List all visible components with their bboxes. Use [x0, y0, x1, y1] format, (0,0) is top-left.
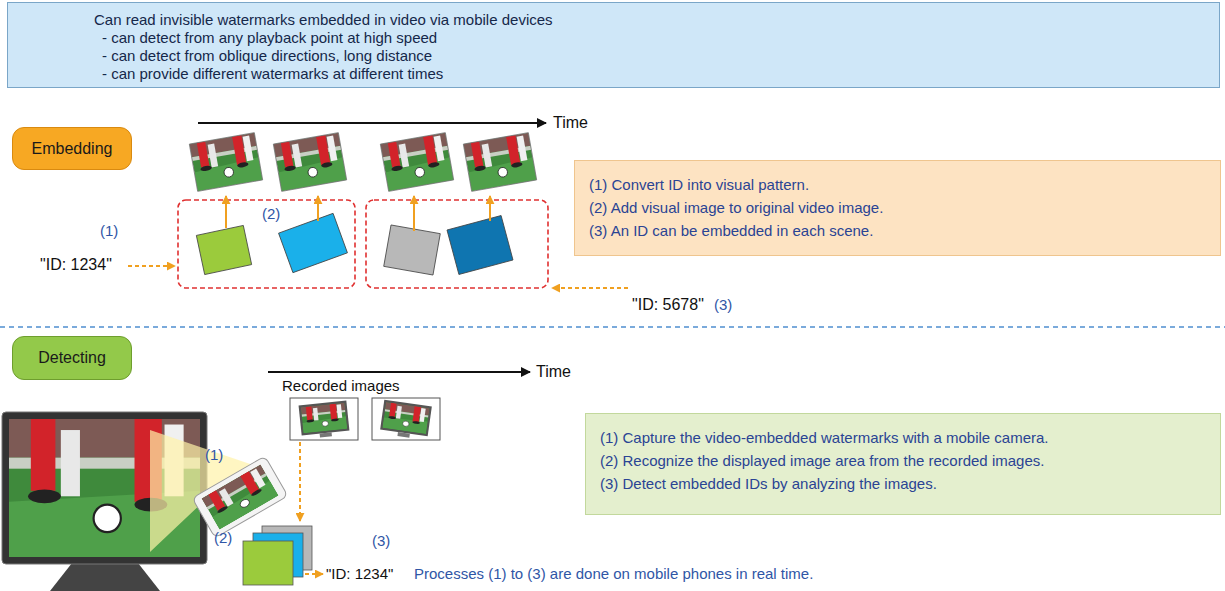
- illustration-part: [301, 403, 347, 433]
- axis-label: Time: [536, 363, 571, 381]
- id-arrow: [305, 573, 323, 575]
- id-arrow: [552, 287, 628, 289]
- section-label: Detecting: [12, 336, 132, 380]
- illustration-part: [50, 563, 160, 591]
- scene-group: [366, 200, 548, 288]
- callout-number: (1): [205, 446, 223, 464]
- add-arrow: [225, 196, 227, 228]
- illustration-part: [273, 133, 346, 192]
- watermark-pattern: [447, 216, 513, 275]
- illustration-part: [380, 400, 432, 440]
- detected-pattern: [243, 541, 293, 585]
- illustration-part: [189, 133, 262, 192]
- scene-group: [178, 200, 355, 288]
- axis-label: Time: [553, 114, 588, 132]
- node-line: - can detect from any playback point at …: [102, 29, 1209, 47]
- node-text: Detecting: [38, 349, 106, 367]
- illustration-part: [290, 398, 358, 440]
- time-arrow: [268, 371, 530, 373]
- node-text: Can read invisible watermarks embedded i…: [94, 11, 1209, 29]
- illustration-part: [273, 133, 346, 192]
- video-frame: [273, 133, 346, 192]
- recorded-image: [290, 398, 358, 440]
- illustration-part: [299, 401, 350, 436]
- video-frame: [380, 133, 453, 192]
- add-arrow: [489, 196, 491, 221]
- callout-number: (2): [262, 205, 280, 223]
- id-arrow: [128, 265, 175, 267]
- process-arrow: [299, 442, 301, 521]
- watermark-pattern: [384, 225, 441, 275]
- illustration-part: [397, 432, 409, 438]
- illustration-part: [372, 398, 440, 440]
- callout-number: (1): [100, 222, 118, 240]
- node-line: (2) Recognize the displayed image area f…: [600, 449, 1206, 472]
- illustration-part: [189, 133, 262, 192]
- video-frame: [463, 133, 536, 192]
- illustration-part: [463, 133, 536, 192]
- id-text: "ID: 1234": [40, 256, 112, 274]
- watermark-pattern: [279, 213, 348, 272]
- node-text: (1) Convert ID into visual pattern.: [589, 173, 1206, 196]
- illustration-part: [380, 133, 453, 192]
- video-frame: [189, 133, 262, 192]
- illustration-part: [463, 133, 536, 192]
- node-line: - can provide different watermarks at di…: [102, 65, 1209, 83]
- illustration-part: [202, 464, 279, 529]
- step-list-box: (1) Convert ID into visual pattern.(2) A…: [574, 160, 1221, 256]
- callout-number: (3): [714, 296, 732, 314]
- add-arrow: [413, 196, 415, 231]
- node-text: Embedding: [32, 140, 113, 158]
- id-text: "ID: 1234": [326, 565, 393, 583]
- illustration-part: [320, 432, 332, 437]
- note-text: Processes (1) to (3) are done on mobile …: [414, 565, 813, 583]
- node-line: - can detect from oblique directions, lo…: [102, 47, 1209, 65]
- recorded-image: [372, 398, 440, 440]
- node-text: (1) Capture the video-embedded watermark…: [600, 426, 1206, 449]
- step-list-box: (1) Capture the video-embedded watermark…: [585, 413, 1221, 515]
- id-text: "ID: 5678": [632, 296, 704, 314]
- callout-number: (2): [214, 529, 232, 547]
- callout-number: (3): [372, 532, 390, 550]
- node-line: (3) An ID can be embedded in each scene.: [589, 219, 1206, 242]
- time-arrow: [198, 122, 546, 124]
- watermark-pattern: [196, 225, 251, 274]
- image-caption: Recorded images: [282, 377, 400, 395]
- node-line: (3) Detect embedded IDs by analyzing the…: [600, 472, 1206, 495]
- node-line: (2) Add visual image to original video i…: [589, 196, 1206, 219]
- section-label: Embedding: [12, 127, 132, 170]
- add-arrow: [317, 196, 319, 221]
- section-separator: [0, 326, 1225, 328]
- illustration-part: [380, 133, 453, 192]
- illustration-part: [382, 402, 429, 434]
- illustration-part: [299, 401, 350, 440]
- illustration-part: [380, 400, 432, 436]
- feature-summary-box: Can read invisible watermarks embedded i…: [7, 2, 1220, 88]
